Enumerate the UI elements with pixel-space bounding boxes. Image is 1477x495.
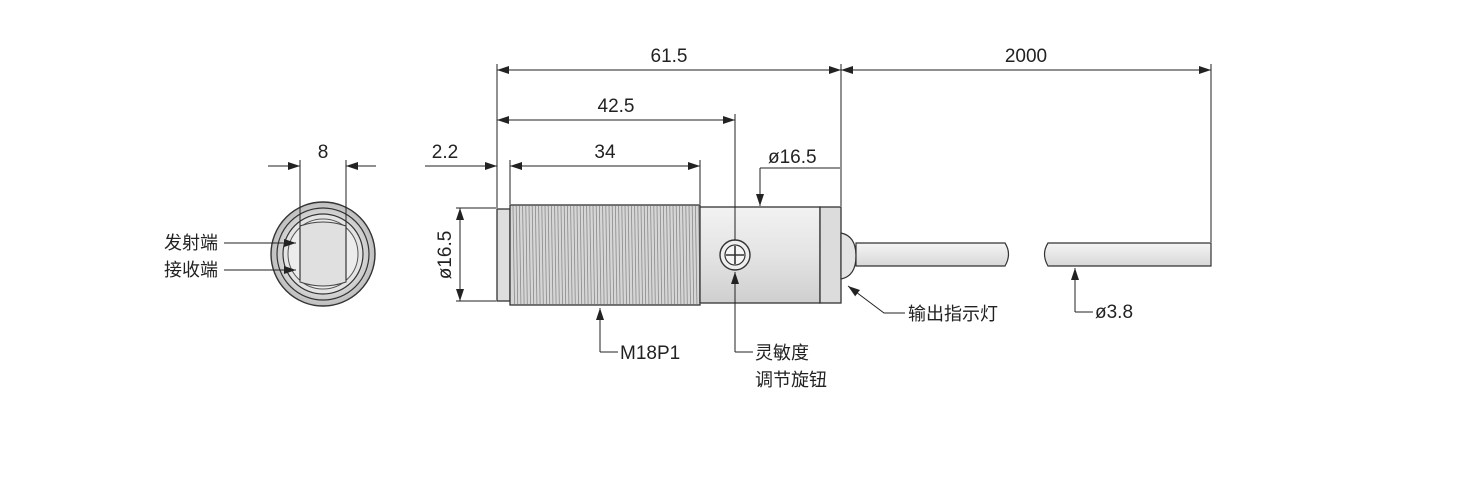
front-view: [268, 160, 376, 307]
thread-line: [522, 205, 525, 305]
dim-cable-length: 2000: [1005, 46, 1047, 67]
thread-line: [573, 205, 576, 305]
thread-pattern: [512, 205, 701, 305]
dim-front-lip: 2.2: [432, 142, 458, 163]
thread-line: [586, 205, 589, 305]
thread-line: [685, 205, 688, 305]
thread-line: [682, 205, 685, 305]
sensitivity-label-line1: 灵敏度: [755, 343, 809, 364]
thread-line: [557, 205, 560, 305]
thread-line: [615, 205, 618, 305]
thread-line: [576, 205, 579, 305]
dim-knob-position: 42.5: [598, 96, 635, 117]
thread-spec-label: M18P1: [620, 343, 680, 364]
thread-line: [563, 205, 567, 305]
thread-line: [535, 205, 538, 305]
thread-line: [679, 205, 682, 305]
thread-line: [663, 205, 666, 305]
thread-line: [560, 205, 563, 305]
indicator-leader: [847, 285, 905, 314]
dim-front-width: 8: [318, 142, 329, 163]
thread-line: [515, 205, 519, 305]
thread-line: [695, 205, 698, 305]
thread-line: [608, 205, 611, 305]
thread-line: [599, 205, 602, 305]
dim-body-diameter-top: ø16.5: [768, 147, 817, 168]
thread-line: [653, 205, 656, 305]
thread-line: [647, 205, 650, 305]
thread-line: [656, 205, 659, 305]
thread-line: [512, 205, 515, 305]
dim-thread-length: 34: [594, 142, 616, 163]
thread-line: [627, 205, 631, 305]
thread-line: [554, 205, 557, 305]
dim-body-diameter-side: ø16.5: [435, 231, 456, 280]
thread-line: [669, 205, 672, 305]
thread-line: [531, 205, 535, 305]
thread-line: [544, 205, 547, 305]
thread-line: [611, 205, 615, 305]
thread-line: [631, 205, 634, 305]
receiver-label: 接收端: [164, 260, 218, 281]
thread-line: [605, 205, 608, 305]
thread-line: [659, 205, 663, 305]
thread-line: [589, 205, 592, 305]
thread-line: [691, 205, 695, 305]
thread-line: [583, 205, 586, 305]
thread-line: [592, 205, 595, 305]
thread-line: [666, 205, 669, 305]
thread-line: [547, 205, 551, 305]
thread-line: [595, 205, 599, 305]
thread-line: [672, 205, 675, 305]
thread-line: [525, 205, 528, 305]
thread-line: [675, 205, 679, 305]
dim-overall-length: 61.5: [651, 46, 688, 67]
thread-line: [519, 205, 522, 305]
dim-cable-diameter: ø3.8: [1095, 302, 1133, 323]
thread-line: [602, 205, 605, 305]
emitter-label: 发射端: [164, 233, 218, 254]
thread-line: [551, 205, 554, 305]
thread-line: [640, 205, 643, 305]
thread-line: [643, 205, 647, 305]
sensitivity-label-line2: 调节旋钮: [755, 370, 827, 391]
thread-line: [567, 205, 570, 305]
thread-line: [538, 205, 541, 305]
thread-line: [579, 205, 583, 305]
side-view: [496, 204, 1212, 306]
thread-line: [621, 205, 624, 305]
thread-line: [624, 205, 627, 305]
thread-line: [618, 205, 621, 305]
thread-line: [637, 205, 640, 305]
thread-line: [570, 205, 573, 305]
thread-line: [634, 205, 637, 305]
thread-line: [528, 205, 531, 305]
thread-line: [688, 205, 691, 305]
output-indicator-label: 输出指示灯: [908, 304, 998, 325]
thread-line: [650, 205, 653, 305]
thread-line: [541, 205, 544, 305]
